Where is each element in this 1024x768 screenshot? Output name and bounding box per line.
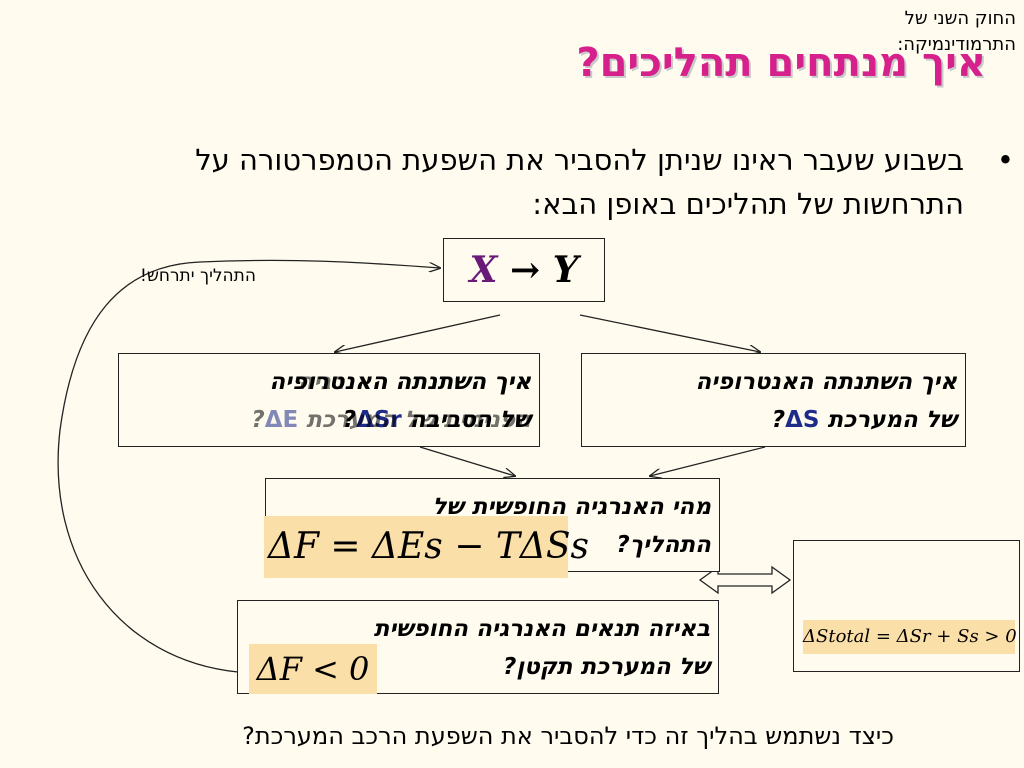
condition-equation: ΔF < 0 (249, 644, 377, 694)
loop-arrow-to-process (57, 259, 440, 673)
delta-s-r-symbol: ΔSr (356, 407, 402, 433)
reactant-x: X (469, 249, 498, 291)
system-entropy-text: איך השתנתה האנטרופיה של המערכת ΔS? (582, 354, 965, 439)
delta-e-symbol: ΔE (264, 407, 299, 433)
bullet-text: בשבוע שעבר ראינו שניתן להסביר את השפעת ה… (195, 143, 964, 221)
second-law-line1: החוק השני של (904, 8, 1016, 29)
slide-title: איך מנתחים תהליכים? (576, 40, 986, 86)
second-law-line2: התרמודינמיקה: (897, 34, 1016, 55)
process-box: X → Y (443, 238, 605, 302)
arrow-surroundings-to-free-energy (419, 446, 515, 476)
arrow-to-surroundings (335, 314, 501, 352)
surroundings-line1: איך השתנתה האנטרופיה (269, 369, 531, 395)
condition-text: באיזה תנאים האנרגיה החופשית של המערכת תק… (238, 601, 718, 686)
bottom-question: כיצד נשתמש בהליך זה כדי להסביר את השפעת … (242, 722, 894, 750)
free-energy-equation: ΔF = ΔEs − TΔSs (264, 516, 589, 578)
surroundings-entropy-text: איך השתנתה האנטרופיה של הסביבה ΔSr? (119, 354, 539, 439)
arrow-to-system-entropy (579, 314, 760, 352)
surroundings-line2: של הסביבה ΔSr? (342, 407, 531, 433)
energy-line1: איך השתנתה האנרגיה (297, 369, 531, 395)
condition-line2: של המערכת תקטן? (503, 654, 710, 680)
system-entropy-box: איך השתנתה האנטרופיה של המערכת ΔS? (581, 353, 966, 447)
right-arrow-icon: → (510, 249, 541, 291)
free-energy-line1: מהי האנרגיה החופשית של (432, 494, 711, 520)
second-law-text: החוק השני של התרמודינמיקה: (806, 6, 1016, 58)
arrow-system-to-free-energy (650, 446, 766, 476)
product-y: Y (552, 249, 579, 291)
bullet-point: • (996, 143, 1014, 177)
free-energy-line2: התהליך? (616, 532, 711, 558)
process-happens-label: התהליך יתרחש! (140, 266, 256, 286)
system-entropy-line1: איך השתנתה האנטרופיה (695, 369, 957, 395)
free-energy-text: מהי האנרגיה החופשית של התהליך? (266, 479, 719, 564)
surroundings-entropy-box: איך השתנתה האנטרופיה של הסביבה ΔSr? איך … (118, 353, 540, 447)
delta-s-symbol: ΔS (785, 407, 820, 433)
system-entropy-line2: של המערכת ΔS? (771, 407, 957, 433)
energy-line2: הפנימית של המערכת ΔE? (251, 407, 531, 433)
total-entropy-equation: ΔStotal = ΔSr + Ss > 0 (803, 620, 1017, 654)
overlapping-energy-text: איך השתנתה האנרגיה הפנימית של המערכת ΔE? (251, 363, 531, 439)
condition-line1: באיזה תנאים האנרגיה החופשית (373, 616, 710, 642)
